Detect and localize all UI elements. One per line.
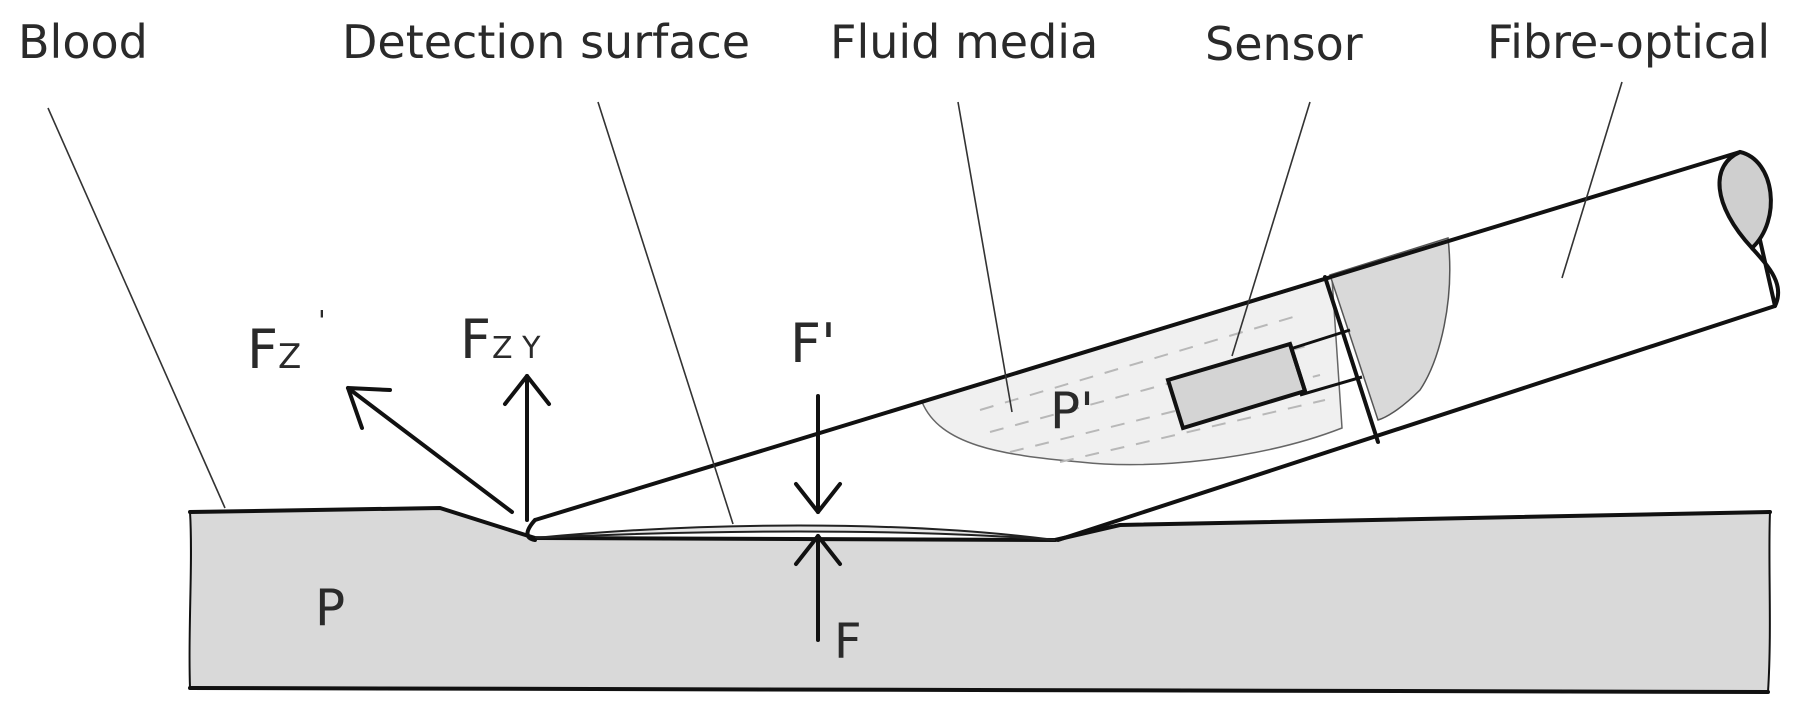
sensor-housing bbox=[1323, 275, 1380, 444]
label-detection-surface: Detection surface bbox=[342, 15, 750, 69]
label-fluid-media: Fluid media bbox=[830, 15, 1098, 69]
blood-bottom-edge bbox=[188, 686, 1770, 694]
symbol-f: F bbox=[834, 614, 862, 670]
symbol-p: P bbox=[315, 579, 345, 637]
optical-end-region bbox=[1329, 237, 1451, 421]
fluid-media-region bbox=[920, 277, 1343, 466]
leader-detection-surface bbox=[597, 101, 734, 525]
svg-text:Z Y: Z Y bbox=[492, 331, 541, 366]
label-blood: Blood bbox=[18, 15, 148, 69]
blood-top-edge bbox=[188, 506, 1772, 542]
detection-surface bbox=[534, 524, 1056, 541]
blood-region bbox=[189, 508, 1771, 692]
leader-sensor bbox=[1231, 101, 1311, 357]
probe-end-face bbox=[1717, 149, 1773, 251]
force-arrow-f-prime bbox=[794, 394, 842, 514]
svg-text:F: F bbox=[460, 308, 491, 371]
probe-tip bbox=[525, 518, 537, 542]
svg-text:Z: Z bbox=[278, 337, 301, 377]
svg-text:': ' bbox=[318, 304, 326, 337]
force-arrow-fz bbox=[346, 386, 514, 514]
leader-blood bbox=[47, 107, 226, 509]
probe-end-edge bbox=[1750, 246, 1781, 308]
leader-fibre-optical bbox=[1561, 81, 1623, 279]
sensor-assembly bbox=[1165, 275, 1380, 444]
svg-text:F: F bbox=[247, 318, 278, 381]
blood-right-edge bbox=[1767, 511, 1771, 693]
symbol-fzy: F Z Y bbox=[460, 308, 541, 371]
blood-left-edge bbox=[188, 511, 192, 689]
force-arrow-fzy bbox=[503, 374, 551, 522]
leader-fluid-media bbox=[957, 101, 1013, 413]
symbol-f-prime: F' bbox=[790, 312, 836, 375]
force-arrow-f bbox=[794, 534, 842, 642]
symbol-fz: F Z ' bbox=[247, 304, 326, 381]
label-fibre-optical: Fibre-optical bbox=[1487, 15, 1770, 69]
symbol-p-prime: P' bbox=[1050, 382, 1094, 440]
label-sensor: Sensor bbox=[1205, 17, 1363, 71]
